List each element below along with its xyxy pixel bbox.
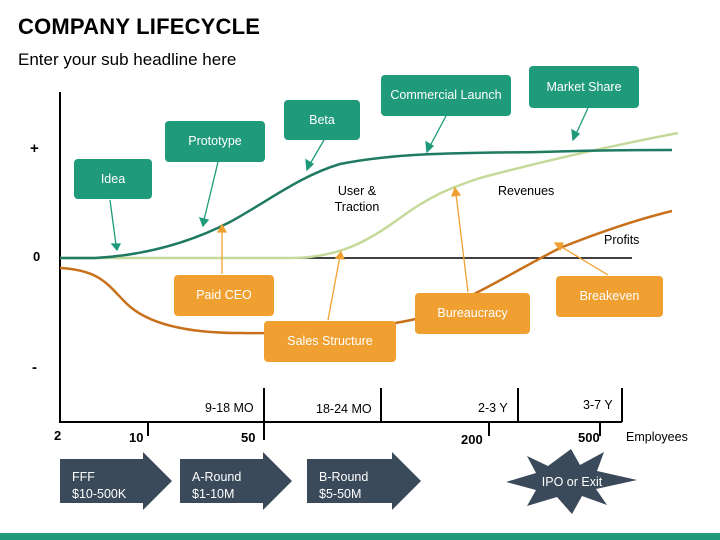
a-round-arrow bbox=[180, 452, 292, 510]
milestone-commercial-launch: Commercial Launch bbox=[381, 75, 511, 116]
prototype-pointer bbox=[203, 161, 219, 221]
breakeven-pointer bbox=[559, 245, 609, 276]
funding-stage: B-Round bbox=[319, 470, 369, 484]
tick-label: 50 bbox=[241, 430, 256, 445]
market-share-pointer bbox=[575, 107, 589, 135]
tick-label: 10 bbox=[129, 430, 144, 445]
idea-pointer bbox=[109, 199, 117, 246]
commercial-launch-pointer bbox=[429, 115, 447, 147]
arrowhead bbox=[334, 250, 346, 260]
funding-fff: FFF $10-500K bbox=[60, 459, 150, 503]
page-title: COMPANY LIFECYCLE bbox=[18, 14, 261, 39]
funding-b-round: B-Round $5-50M bbox=[307, 459, 397, 503]
period-label: 3-7 Y bbox=[583, 398, 613, 412]
arrowhead bbox=[553, 242, 564, 252]
profits-label: Profits bbox=[604, 233, 640, 247]
ipo-exit-starburst bbox=[506, 449, 637, 514]
minus-label: - bbox=[32, 359, 37, 376]
zero-label: 0 bbox=[33, 249, 41, 264]
funding-stage: FFF bbox=[72, 470, 95, 484]
arrowhead bbox=[571, 128, 581, 142]
footer-bar bbox=[0, 533, 720, 540]
arrowhead bbox=[305, 158, 315, 172]
user-traction-curve bbox=[60, 148, 673, 260]
exit-label: IPO or Exit bbox=[541, 475, 603, 489]
arrowhead bbox=[216, 223, 228, 233]
x-axis-label: Employees bbox=[626, 430, 688, 444]
fff-arrow bbox=[60, 452, 172, 510]
funding-stage: A-Round bbox=[192, 470, 242, 484]
period-label: 2-3 Y bbox=[478, 401, 508, 415]
beta-pointer bbox=[309, 139, 325, 165]
milestone-beta: Beta bbox=[284, 100, 360, 140]
funding-amount: $1-10M bbox=[192, 487, 235, 501]
arrowhead bbox=[425, 140, 435, 154]
milestone-idea: Idea bbox=[74, 159, 152, 199]
tick-label: 500 bbox=[578, 430, 600, 445]
tick-label: 2 bbox=[54, 428, 62, 443]
stage-paid-ceo: Paid CEO bbox=[174, 275, 274, 316]
period-label: 18-24 MO bbox=[316, 402, 372, 416]
arrowhead bbox=[110, 243, 122, 252]
plus-label: + bbox=[30, 140, 39, 157]
bureaucracy-pointer bbox=[455, 193, 469, 293]
milestone-prototype: Prototype bbox=[165, 121, 265, 162]
page-subtitle: Enter your sub headline here bbox=[18, 50, 237, 69]
user-traction-label: User & Traction bbox=[334, 184, 380, 214]
stage-bureaucracy: Bureaucracy bbox=[415, 293, 530, 334]
b-round-arrow bbox=[307, 452, 421, 510]
tick-label: 200 bbox=[461, 432, 483, 447]
funding-a-round: A-Round $1-10M bbox=[180, 459, 270, 503]
sales-structure-pointer bbox=[327, 255, 341, 321]
revenues-label: Revenues bbox=[498, 184, 555, 198]
milestone-market-share: Market Share bbox=[529, 66, 639, 108]
arrowhead bbox=[451, 186, 462, 197]
funding-amount: $10-500K bbox=[72, 487, 127, 501]
arrowhead bbox=[198, 217, 210, 228]
stage-breakeven: Breakeven bbox=[556, 276, 663, 317]
stage-sales-structure: Sales Structure bbox=[264, 321, 396, 362]
period-label: 9-18 MO bbox=[205, 401, 254, 415]
funding-amount: $5-50M bbox=[319, 487, 362, 501]
